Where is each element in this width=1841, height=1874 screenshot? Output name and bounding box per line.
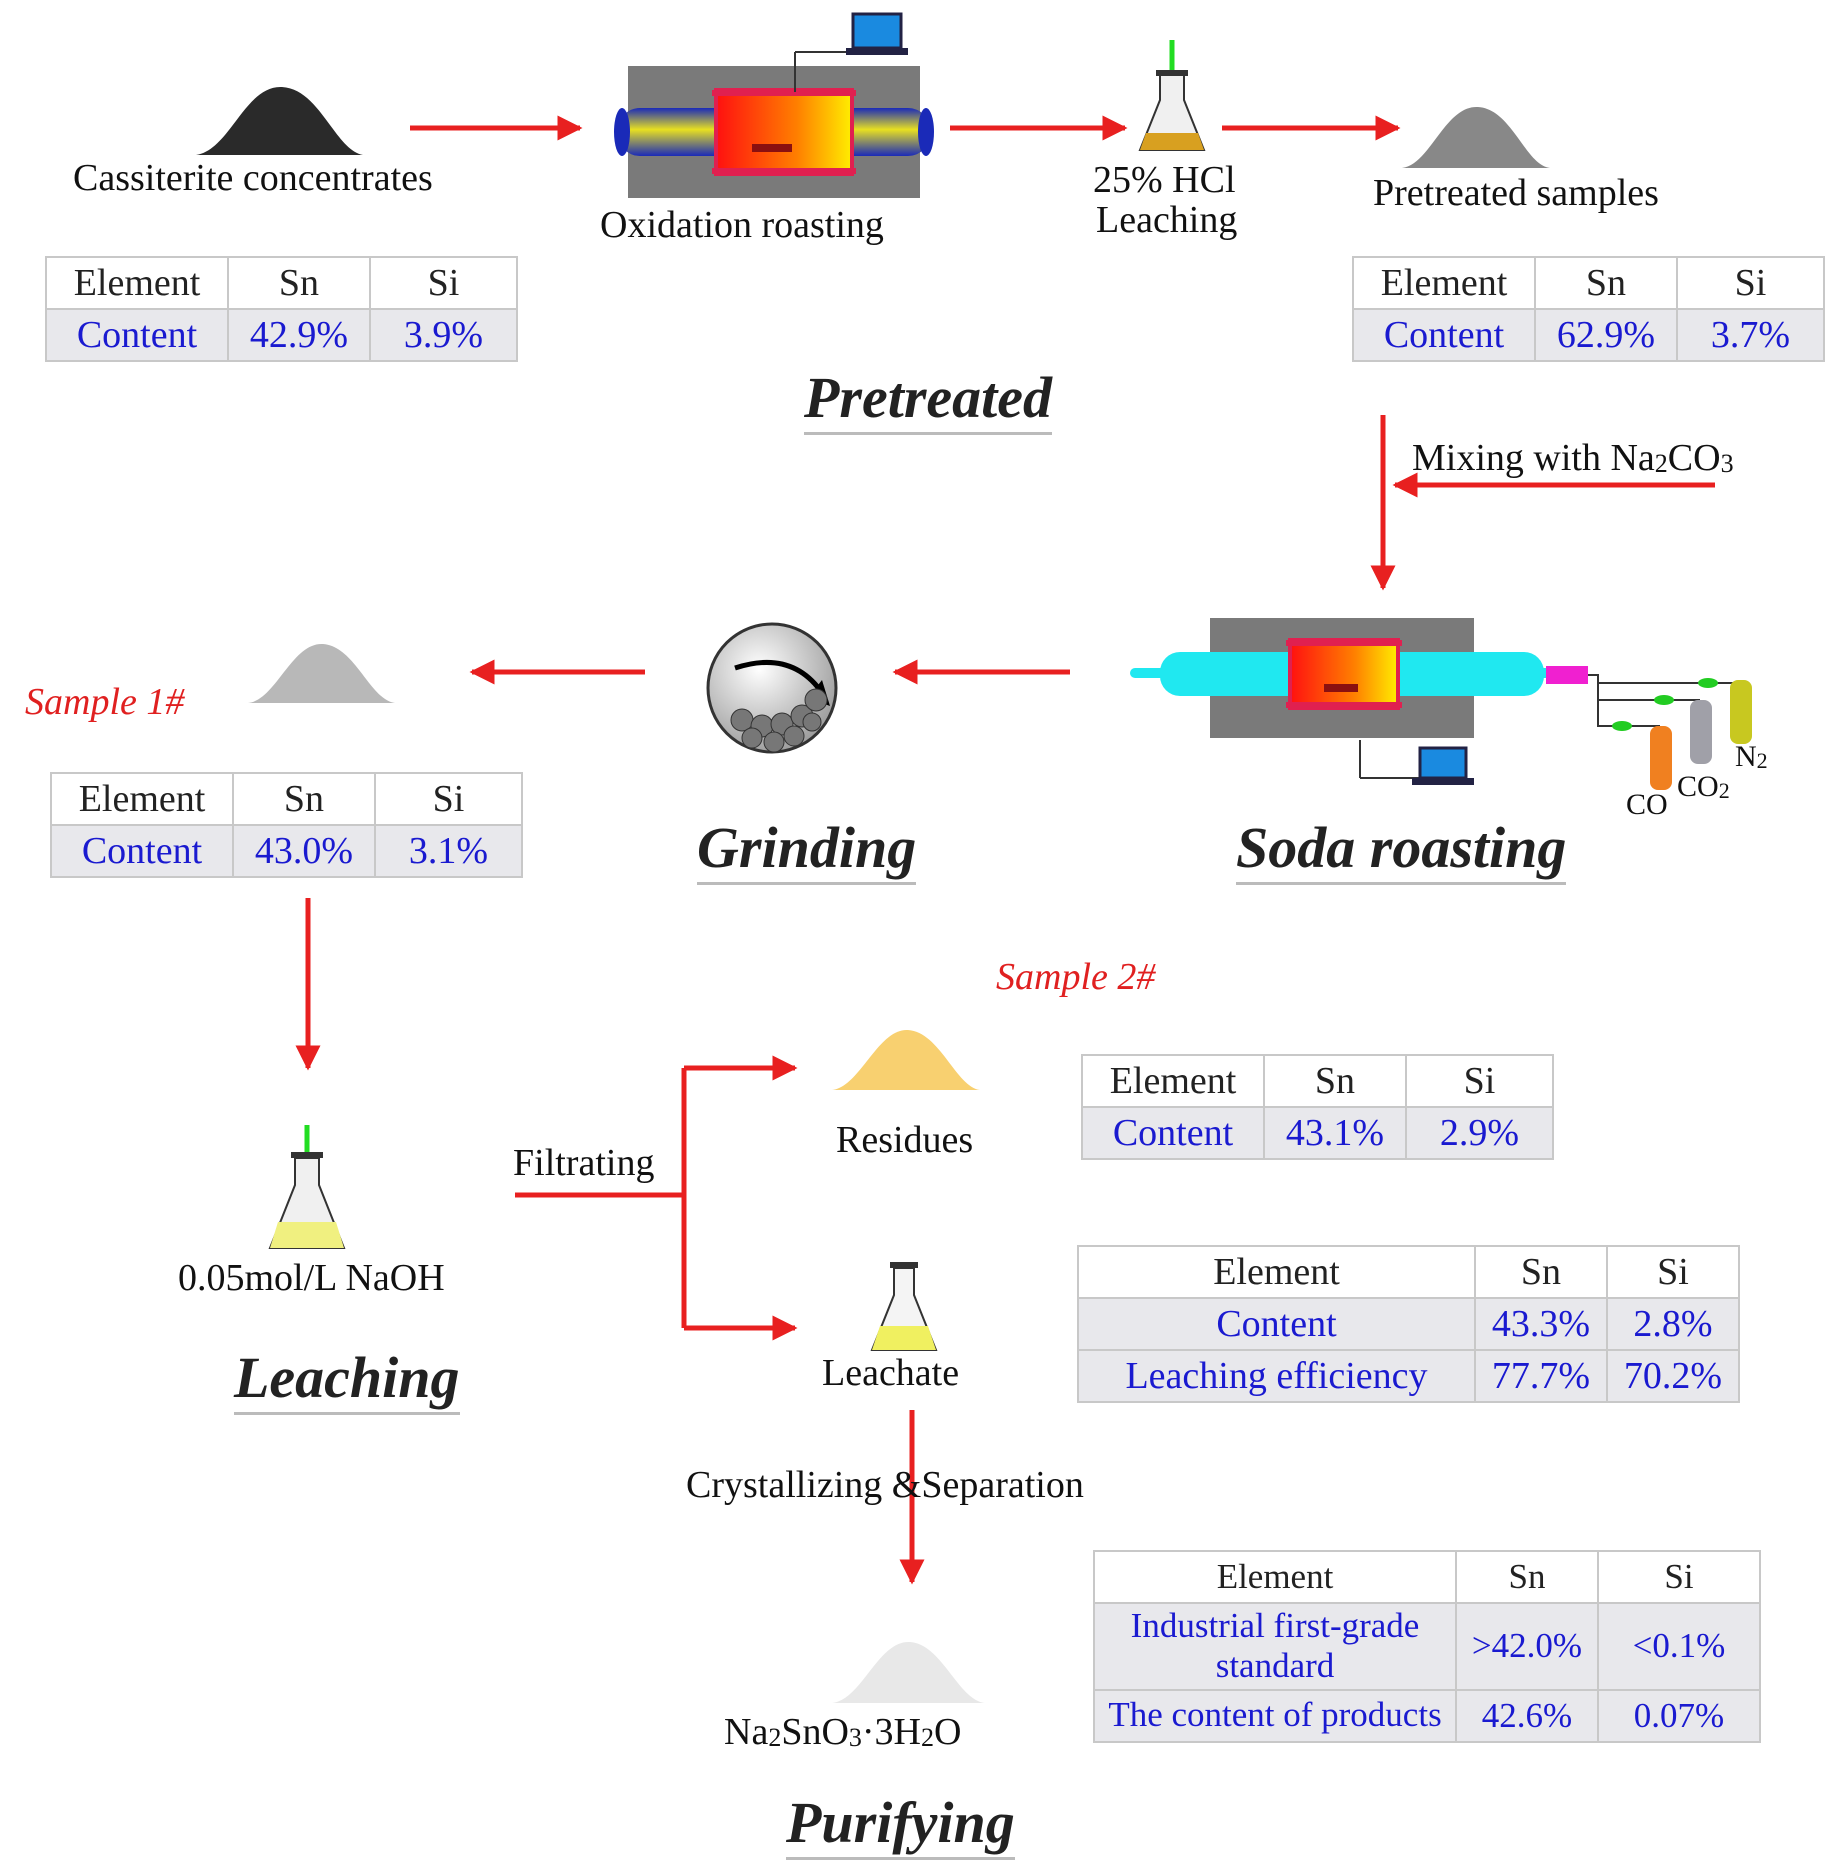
cassiterite-composition-table: Element Sn Si Content 42.9% 3.9% <box>45 256 518 362</box>
table-cell: >42.0% <box>1455 1602 1599 1691</box>
stage-title-soda-roasting: Soda roasting <box>1236 815 1567 885</box>
table-cell: Content <box>1352 308 1536 362</box>
table-cell: <0.1% <box>1597 1602 1761 1691</box>
gas-co-label: CO <box>1626 788 1668 821</box>
gas-cylinder-icon <box>1650 680 1752 790</box>
table-header: Sn <box>1263 1054 1407 1108</box>
table-cell: 42.9% <box>227 308 371 362</box>
pretreated-samples-label: Pretreated samples <box>1373 172 1659 214</box>
table-header: Element <box>1081 1054 1265 1108</box>
ball-mill-icon <box>706 622 838 754</box>
table-header: Sn <box>1474 1245 1608 1299</box>
table-cell: 2.8% <box>1606 1297 1740 1351</box>
table-cell: 70.2% <box>1606 1349 1740 1403</box>
stage-title-leaching: Leaching <box>234 1345 460 1415</box>
gas-valves <box>1612 678 1718 731</box>
table-header: Sn <box>1534 256 1678 310</box>
table-cell: 43.0% <box>232 824 376 878</box>
table-cell: 77.7% <box>1474 1349 1608 1403</box>
table-cell: The content of products <box>1093 1688 1457 1743</box>
pretreated-composition-table: Element Sn Si Content 62.9% 3.7% <box>1352 256 1825 362</box>
sample1-tag: Sample 1# <box>25 681 185 723</box>
table-header: Si <box>1676 256 1825 310</box>
table-header: Element <box>1077 1245 1476 1299</box>
product-pile <box>832 1641 985 1703</box>
table-cell: 0.07% <box>1597 1688 1761 1743</box>
product-composition-table: Element Sn Si Industrial first-grade sta… <box>1093 1550 1761 1743</box>
residue-pile <box>832 1029 980 1090</box>
table-cell: 62.9% <box>1534 308 1678 362</box>
pretreated-pile <box>1402 106 1550 168</box>
table-header: Element <box>45 256 229 310</box>
sample1-pile <box>248 643 395 703</box>
mixing-label: Mixing with Na2CO3 <box>1412 437 1734 479</box>
residues-label: Residues <box>836 1119 974 1161</box>
table-header: Sn <box>227 256 371 310</box>
table-header: Si <box>1405 1054 1554 1108</box>
table-cell: Content <box>45 308 229 362</box>
table-header: Sn <box>232 772 376 826</box>
table-cell: 42.6% <box>1455 1688 1599 1743</box>
tube-furnace-icon <box>614 51 934 198</box>
table-header: Si <box>1606 1245 1740 1299</box>
gas-n2-label: N2 <box>1735 740 1768 773</box>
hcl-label: 25% HCl <box>1093 159 1236 201</box>
sample1-composition-table: Element Sn Si Content 43.0% 3.1% <box>50 772 523 878</box>
erlenmeyer-flask-icon <box>268 1125 346 1249</box>
table-header: Sn <box>1455 1550 1599 1604</box>
laptop-icon <box>1412 746 1474 785</box>
table-cell: 3.7% <box>1676 308 1825 362</box>
leachate-composition-table: Element Sn Si Content 43.3% 2.8% Leachin… <box>1077 1245 1740 1403</box>
table-header: Si <box>374 772 523 826</box>
laptop-icon <box>846 12 908 55</box>
residues-composition-table: Element Sn Si Content 43.1% 2.9% <box>1081 1054 1554 1160</box>
table-cell: Content <box>1081 1106 1265 1160</box>
gas-co2-label: CO2 <box>1677 770 1730 803</box>
cassiterite-pile <box>196 86 363 155</box>
table-cell: 2.9% <box>1405 1106 1554 1160</box>
table-header: Element <box>1352 256 1536 310</box>
table-cell: Content <box>50 824 234 878</box>
table-cell: Content <box>1077 1297 1476 1351</box>
erlenmeyer-flask-icon <box>870 1262 938 1351</box>
table-cell: 3.1% <box>374 824 523 878</box>
oxidation-roasting-label: Oxidation roasting <box>600 204 884 246</box>
table-cell: Industrial first-grade standard <box>1093 1602 1457 1691</box>
table-header: Element <box>50 772 234 826</box>
flow-arrows <box>295 115 1715 1585</box>
table-header: Element <box>1093 1550 1457 1604</box>
hcl-leaching-label: Leaching <box>1096 199 1238 241</box>
stage-title-purifying: Purifying <box>786 1790 1015 1860</box>
product-formula-label: Na2SnO3·3H2O <box>724 1711 962 1753</box>
table-cell: 43.3% <box>1474 1297 1608 1351</box>
cassiterite-label: Cassiterite concentrates <box>73 157 433 199</box>
filtrating-branch <box>515 1055 798 1341</box>
table-header: Si <box>369 256 518 310</box>
crystallizing-label: Crystallizing &Separation <box>686 1464 1084 1506</box>
table-cell: Leaching efficiency <box>1077 1349 1476 1403</box>
table-cell: 43.1% <box>1263 1106 1407 1160</box>
tube-furnace-icon <box>1130 618 1588 779</box>
erlenmeyer-flask-icon <box>1138 40 1206 151</box>
filtrating-label: Filtrating <box>513 1142 655 1184</box>
naoh-label: 0.05mol/L NaOH <box>178 1257 445 1299</box>
sample2-tag: Sample 2# <box>996 956 1156 998</box>
leachate-label: Leachate <box>822 1352 960 1394</box>
table-cell: 3.9% <box>369 308 518 362</box>
table-header: Si <box>1597 1550 1761 1604</box>
stage-title-pretreated: Pretreated <box>804 365 1053 435</box>
stage-title-grinding: Grinding <box>697 815 917 885</box>
